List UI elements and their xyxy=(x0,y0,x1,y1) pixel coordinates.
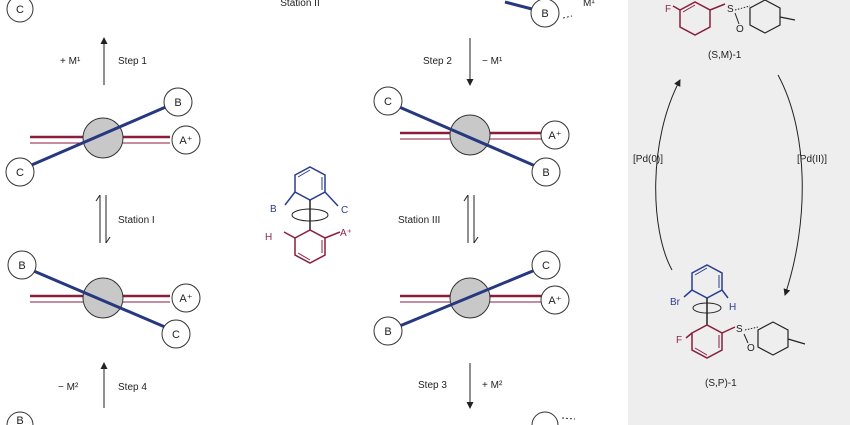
svg-text:C: C xyxy=(384,96,392,108)
m1-partial-label: M¹ xyxy=(583,0,595,9)
svg-text:A⁺: A⁺ xyxy=(179,135,192,147)
station1-label: Station I xyxy=(118,215,155,226)
rotor-state-top-left: B A⁺ C xyxy=(5,87,201,187)
svg-text:B: B xyxy=(384,326,391,338)
svg-text:Br: Br xyxy=(670,297,681,308)
svg-text:A⁺: A⁺ xyxy=(548,130,561,142)
rem-m1-label: − M¹ xyxy=(482,56,503,67)
sp1-molecule: Br H F S O (S,P)-1 xyxy=(670,264,806,389)
bottom-right-partial xyxy=(531,411,576,425)
top-left-partial: C xyxy=(6,0,34,23)
svg-text:F: F xyxy=(665,4,671,15)
label-c-top: C xyxy=(16,4,24,16)
svg-text:O: O xyxy=(747,343,755,354)
center-biaryl: B C H A⁺ xyxy=(265,166,352,264)
rotor-state-bottom-left: B A⁺ C xyxy=(7,250,201,349)
step1-label: Step 1 xyxy=(118,56,147,67)
svg-text:B: B xyxy=(16,415,23,425)
svg-text:H: H xyxy=(729,302,736,313)
label-b-top: B xyxy=(541,8,548,20)
step4-label: Step 4 xyxy=(118,382,147,393)
station3-equilibrium xyxy=(463,194,479,244)
rotor-state-bottom-right: C A⁺ B xyxy=(373,250,570,346)
svg-text:O: O xyxy=(736,24,744,35)
station3-label: Station III xyxy=(398,215,440,226)
rem-m2-label: − M² xyxy=(58,382,79,393)
pd0-label: [Pd(0)] xyxy=(633,154,663,165)
svg-text:B: B xyxy=(174,97,181,109)
svg-text:B: B xyxy=(18,260,25,272)
add-m2-label: + M² xyxy=(482,380,503,391)
svg-text:C: C xyxy=(172,329,180,341)
cycle-arrow-left xyxy=(655,79,681,271)
station-top-label: Station II xyxy=(280,0,319,9)
svg-text:F: F xyxy=(676,335,682,346)
svg-text:C: C xyxy=(16,167,24,179)
cycle-arrow-right xyxy=(777,74,803,296)
svg-text:A⁺: A⁺ xyxy=(548,295,561,307)
svg-text:S: S xyxy=(736,324,743,335)
rotor-state-top-right: C A⁺ B xyxy=(373,86,570,187)
add-m1-label: + M¹ xyxy=(60,56,81,67)
svg-text:C: C xyxy=(341,205,348,216)
top-right-partial: B M¹ xyxy=(504,0,595,28)
pd2-label: [Pd(II)] xyxy=(797,154,827,165)
svg-text:H: H xyxy=(265,232,272,243)
svg-text:A⁺: A⁺ xyxy=(179,293,192,305)
svg-text:C: C xyxy=(542,260,550,272)
sm1-label: (S,M)-1 xyxy=(708,50,742,61)
bottom-left-partial: B xyxy=(6,411,34,425)
right-panel xyxy=(628,0,850,425)
station1-equilibrium xyxy=(95,194,111,244)
svg-text:A⁺: A⁺ xyxy=(340,228,352,239)
svg-text:B: B xyxy=(270,204,277,215)
svg-text:S: S xyxy=(727,4,734,15)
sm1-molecule: F S O (S,M)-1 xyxy=(665,0,796,61)
step2-label: Step 2 xyxy=(423,56,452,67)
svg-text:B: B xyxy=(542,167,549,179)
sp1-label: (S,P)-1 xyxy=(705,378,737,389)
step3-label: Step 3 xyxy=(418,380,447,391)
